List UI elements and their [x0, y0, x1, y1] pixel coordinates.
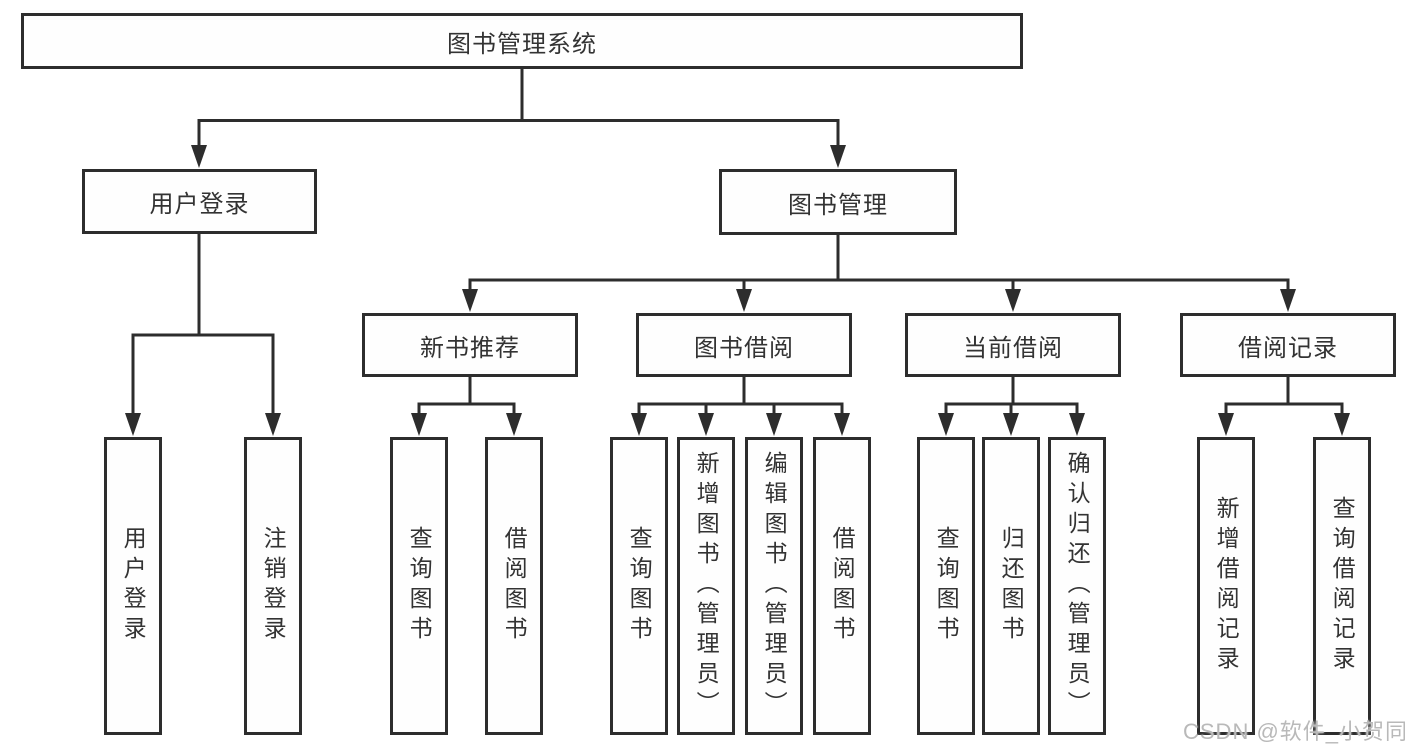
leaf-query-books-current: 查询图书 [917, 437, 975, 735]
node-user-login: 用户登录 [82, 169, 317, 234]
node-book-borrow: 图书借阅 [636, 313, 852, 377]
arrow-down-icon [736, 289, 752, 312]
leaf-add-borrow-record: 新增借阅记录 [1197, 437, 1255, 735]
arrow-down-icon [834, 413, 850, 436]
node-current-borrow: 当前借阅 [905, 313, 1121, 377]
node-label: 借阅图书 [501, 526, 528, 646]
arrow-down-icon [265, 413, 281, 436]
connector-line-group [131, 68, 1344, 415]
node-label: 新书推荐 [420, 334, 520, 362]
node-label: 查询图书 [933, 526, 960, 646]
node-root: 图书管理系统 [21, 13, 1023, 69]
arrow-down-icon [191, 145, 207, 168]
arrow-down-icon [1003, 413, 1019, 436]
node-label: 查询图书 [626, 526, 653, 646]
arrow-down-icon [698, 413, 714, 436]
arrow-down-icon [411, 413, 427, 436]
node-label: 图书管理 [788, 191, 888, 219]
node-label: 图书管理系统 [447, 30, 597, 58]
node-label: 归还图书 [998, 526, 1025, 646]
node-label: 确认归还（管理员） [1064, 451, 1091, 721]
node-label: 编辑图书（管理员） [761, 451, 788, 721]
arrow-down-icon [1005, 289, 1021, 312]
leaf-add-books-admin: 新增图书（管理员） [677, 437, 735, 735]
leaf-logout: 注销登录 [244, 437, 302, 735]
arrow-down-icon [125, 413, 141, 436]
node-label: 注销登录 [260, 526, 287, 646]
arrow-down-icon [766, 413, 782, 436]
leaf-user-login: 用户登录 [104, 437, 162, 735]
node-label: 借阅图书 [829, 526, 856, 646]
leaf-query-borrow-record: 查询借阅记录 [1313, 437, 1371, 735]
node-label: 图书借阅 [694, 334, 794, 362]
node-label: 查询图书 [406, 526, 433, 646]
leaf-query-books-borrow: 查询图书 [610, 437, 668, 735]
arrow-down-icon [462, 289, 478, 312]
leaf-edit-books-admin: 编辑图书（管理员） [745, 437, 803, 735]
leaf-borrow-books-recommend: 借阅图书 [485, 437, 543, 735]
leaf-return-books: 归还图书 [982, 437, 1040, 735]
leaf-confirm-return-admin: 确认归还（管理员） [1048, 437, 1106, 735]
node-new-book-recommend: 新书推荐 [362, 313, 578, 377]
node-label: 新增借阅记录 [1213, 496, 1240, 676]
arrow-down-icon [938, 413, 954, 436]
node-label: 当前借阅 [963, 334, 1063, 362]
node-label: 查询借阅记录 [1329, 496, 1356, 676]
watermark: CSDN @软件_小贺同学 [1183, 719, 1405, 744]
node-label: 借阅记录 [1238, 334, 1338, 362]
arrow-down-icon [506, 413, 522, 436]
arrow-down-icon [1280, 289, 1296, 312]
arrow-down-icon [1334, 413, 1350, 436]
leaf-query-books-recommend: 查询图书 [390, 437, 448, 735]
node-borrow-records: 借阅记录 [1180, 313, 1396, 377]
arrow-down-icon [1218, 413, 1234, 436]
node-label: 用户登录 [120, 526, 147, 646]
arrow-down-icon [631, 413, 647, 436]
node-label: 用户登录 [149, 191, 250, 218]
arrowhead-group [125, 145, 1350, 436]
arrow-down-icon [1069, 413, 1085, 436]
node-label: 新增图书（管理员） [693, 451, 720, 721]
arrow-down-icon [830, 145, 846, 168]
leaf-borrow-books: 借阅图书 [813, 437, 871, 735]
node-book-management: 图书管理 [719, 169, 957, 235]
